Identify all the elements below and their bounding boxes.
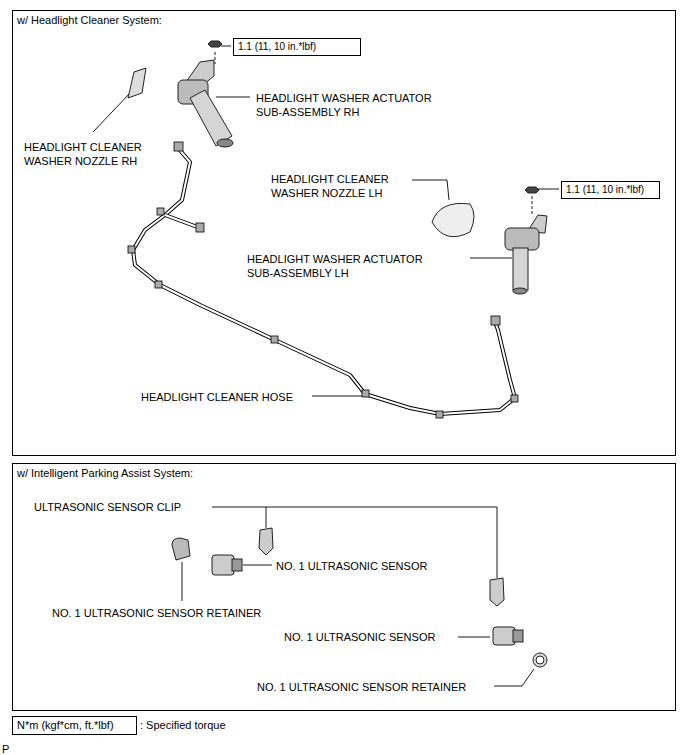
leader-line	[221, 46, 231, 47]
hose-outline	[133, 148, 515, 414]
leader-lines	[93, 46, 559, 686]
leader-line	[494, 669, 534, 686]
bolt	[208, 41, 222, 47]
part-name: ULTRASONIC SENSOR CLIP	[34, 500, 181, 514]
sensor-connector	[513, 630, 523, 642]
hose-clip	[128, 246, 135, 253]
part-name: NO. 1 ULTRASONIC SENSOR	[276, 559, 427, 573]
actuator-outlet	[217, 139, 233, 147]
part-name: NO. 1 ULTRASONIC SENSOR RETAINER	[52, 606, 261, 620]
torque-value: N*m (kgf*cm, ft.*lbf)	[13, 717, 136, 734]
leader-line	[216, 97, 250, 98]
parking-sensor-parts	[172, 528, 547, 667]
actuator-outlet	[513, 288, 527, 294]
sensor-clip	[259, 528, 273, 555]
bolt	[525, 187, 539, 193]
hose-clip	[157, 208, 164, 215]
leader-line	[243, 565, 272, 566]
ultrasonic-sensor	[212, 555, 234, 575]
panel-heading: w/ Intelligent Parking Assist System:	[13, 464, 675, 480]
washer-nozzle	[128, 68, 146, 98]
actuator-cylinder	[513, 248, 528, 290]
legend-text: : Specified torque	[140, 718, 226, 732]
hose-inner	[133, 148, 515, 414]
actuator-head	[505, 228, 539, 250]
leader-line	[182, 562, 183, 601]
hose-end	[174, 142, 183, 151]
leader-line	[312, 396, 362, 397]
torque-box: 1.1 (11, 10 in.*lbf)	[233, 38, 361, 56]
page-mark: P	[2, 742, 9, 755]
hose-clip	[362, 390, 369, 397]
part-name: HEADLIGHT WASHER ACTUATOR SUB-ASSEMBLY L…	[247, 252, 447, 280]
bolt-axis	[532, 196, 533, 214]
panel-box: w/ Headlight Cleaner System: 1.1 (11, 10 …	[12, 10, 676, 456]
panel-heading: w/ Headlight Cleaner System:	[13, 11, 675, 27]
hose-branch	[165, 215, 200, 228]
sensor-retainer	[533, 653, 547, 667]
torque-legend-box: N*m (kgf*cm, ft.*lbf)	[12, 716, 137, 735]
leader-line	[412, 180, 449, 200]
sensor-retainer-hole	[536, 656, 544, 664]
hose-clip	[155, 281, 162, 288]
part-name: HEADLIGHT CLEANER WASHER NOZZLE LH	[271, 172, 411, 200]
part-name: HEADLIGHT CLEANER HOSE	[141, 390, 293, 404]
part-name: HEADLIGHT WASHER ACTUATOR SUB-ASSEMBLY R…	[256, 91, 456, 119]
leader-line	[458, 637, 490, 638]
ultrasonic-sensor	[493, 627, 515, 645]
sensor-clip	[490, 578, 504, 606]
bolt-axis	[215, 52, 216, 64]
actuator-cylinder	[190, 90, 232, 146]
sensor-connector	[232, 559, 242, 571]
torque-value: 1.1 (11, 10 in.*lbf)	[234, 39, 360, 55]
leader-line	[266, 507, 267, 528]
hose-branch-inner	[165, 215, 200, 228]
hose-clips	[128, 142, 518, 418]
sensor-retainer	[172, 538, 190, 560]
washer-nozzle	[432, 203, 474, 236]
torque-value: 1.1 (11, 10 in.*lbf)	[562, 182, 659, 198]
part-name: NO. 1 ULTRASONIC SENSOR RETAINER	[257, 680, 466, 694]
leader-line	[93, 92, 131, 132]
hose-clip	[271, 336, 278, 343]
hose-clip	[436, 411, 443, 418]
leader-line	[212, 507, 497, 578]
washer-hose	[133, 148, 515, 414]
torque-box: 1.1 (11, 10 in.*lbf)	[561, 181, 660, 199]
panel-box: w/ Intelligent Parking Assist System:	[12, 463, 676, 711]
part-name: NO. 1 ULTRASONIC SENSOR	[284, 630, 435, 644]
leader-line	[538, 189, 559, 190]
hose-end	[491, 316, 500, 325]
part-name: HEADLIGHT CLEANER WASHER NOZZLE RH	[24, 140, 164, 168]
leader-line	[470, 258, 512, 259]
hose-clip	[511, 395, 518, 402]
hose-end	[196, 223, 204, 232]
